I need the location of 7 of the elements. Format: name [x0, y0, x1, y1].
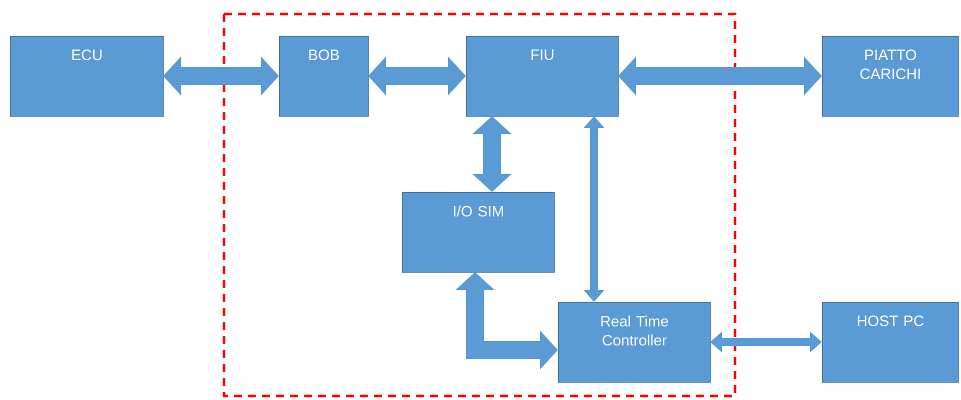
block-box: I/O SIM [402, 192, 555, 273]
block-box: Real Time Controller [558, 302, 711, 383]
block-box: PIATTO CARICHI [822, 36, 959, 117]
block-box: BOB [279, 36, 369, 117]
block-box: ECU [10, 36, 164, 117]
block-box: HOST PC [822, 302, 959, 383]
block-box: FIU [466, 36, 619, 117]
